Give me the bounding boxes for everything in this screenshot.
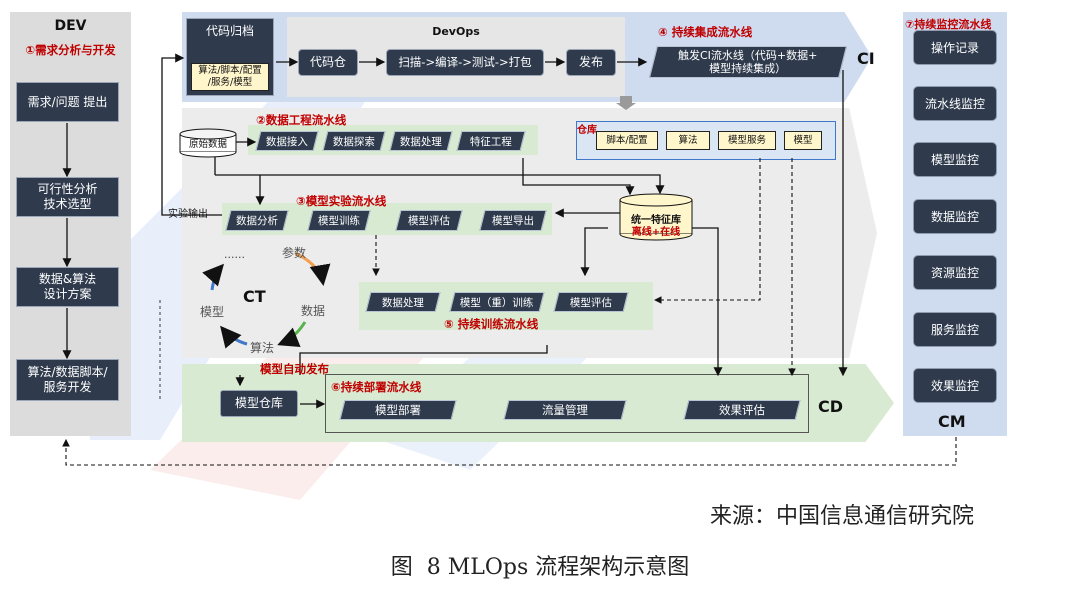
experiment-step-1-label: 数据分析	[236, 215, 278, 227]
experiment-step-2: 模型训练	[307, 210, 371, 231]
ct-model-label: 模型	[200, 305, 225, 319]
data-eng-step-1: 数据接入	[255, 131, 319, 151]
ct-param-label: 参数	[282, 246, 307, 260]
cd-lane-title: ⑥持续部署流水线	[331, 380, 422, 394]
cm-item-6: 服务监控	[913, 312, 997, 347]
data-eng-step-4: 特征工程	[456, 131, 526, 151]
cm-label: CM	[938, 412, 966, 431]
cd-label: CD	[818, 397, 844, 416]
cd-step-3-label: 效果评估	[719, 403, 765, 417]
warehouse-item-2: 算法	[666, 131, 710, 150]
cd-step-3: 效果评估	[683, 400, 801, 420]
source-text: 来源：中国信息通信研究院	[710, 504, 975, 529]
cd-step-1-label: 模型部署	[375, 403, 421, 417]
warehouse-item-3: 模型服务	[718, 131, 776, 150]
experiment-step-1: 数据分析	[225, 210, 289, 231]
data-eng-step-2-label: 数据探索	[333, 135, 375, 148]
experiment-lane-title: ③模型实验流水线	[296, 194, 387, 208]
experiment-step-4-label: 模型导出	[492, 215, 534, 227]
data-eng-step-3: 数据处理	[389, 131, 453, 151]
cm-item-4: 数据监控	[913, 199, 997, 234]
dev-step-3: 数据&算法 设计方案	[16, 267, 119, 307]
ctrain-step-3: 模型评估	[553, 292, 629, 312]
experiment-step-3-label: 模型评估	[408, 215, 450, 227]
archive-items: 算法/脚本/配置 /服务/模型	[191, 63, 269, 91]
figure-caption: 图 8 MLOps 流程架构示意图	[390, 555, 690, 580]
warehouse-item-1: 脚本/配置	[596, 131, 658, 150]
ctrain-step-2: 模型（重）训练	[449, 292, 545, 312]
cm-item-5: 资源监控	[913, 255, 997, 290]
cd-step-1: 模型部署	[339, 400, 457, 420]
ci-trigger-box: 触发CI流水线（代码+数据+ 模型持续集成）	[649, 46, 847, 78]
ci-label: CI	[857, 49, 875, 68]
release-box: 发布	[566, 49, 616, 76]
data-eng-step-4-label: 特征工程	[470, 135, 512, 148]
feature-store-subtitle: 离线+在线	[631, 227, 681, 238]
experiment-step-2-label: 模型训练	[318, 215, 360, 227]
cm-item-2: 流水线监控	[913, 86, 997, 121]
dev-title: DEV	[54, 18, 87, 34]
warehouse-label: 仓库	[577, 125, 597, 136]
ct-algo-label: 算法	[250, 341, 275, 355]
auto-release-label: 模型自动发布	[260, 362, 329, 376]
code-repo-box: 代码仓	[298, 49, 358, 76]
experiment-step-3: 模型评估	[395, 210, 463, 231]
dev-lane-title: ①需求分析与开发	[25, 43, 116, 57]
cm-item-1: 操作记录	[913, 30, 997, 65]
ct-dots: ......	[224, 248, 245, 261]
dev-step-1: 需求/问题 提出	[16, 82, 119, 122]
data-eng-step-1-label: 数据接入	[266, 135, 308, 148]
ct-label: CT	[243, 287, 266, 306]
cm-item-7: 效果监控	[913, 368, 997, 403]
data-eng-lane-title: ②数据工程流水线	[256, 113, 347, 127]
cm-lane-title: ⑦持续监控流水线	[905, 18, 992, 31]
experiment-step-4: 模型导出	[479, 210, 547, 231]
ctrain-step-1-label: 数据处理	[382, 296, 424, 309]
ci-trigger-text: 触发CI流水线（代码+数据+ 模型持续集成）	[678, 49, 818, 75]
data-eng-step-2: 数据探索	[322, 131, 386, 151]
pipeline-steps-box: 扫描->编译->测试->打包	[386, 49, 544, 76]
ctrain-step-3-label: 模型评估	[570, 296, 612, 309]
ctrain-lane-title: ⑤ 持续训练流水线	[444, 317, 539, 331]
cm-item-3: 模型监控	[913, 142, 997, 177]
data-eng-step-3-label: 数据处理	[400, 135, 442, 148]
devops-label: DevOps	[432, 25, 480, 38]
dev-step-2: 可行性分析 技术选型	[16, 177, 119, 217]
model-repo-box: 模型仓库	[220, 390, 298, 417]
warehouse-item-4: 模型	[784, 131, 822, 150]
cd-step-2-label: 流量管理	[542, 403, 588, 417]
ci-lane-title: ④ 持续集成流水线	[658, 25, 753, 39]
raw-data-label: 原始数据	[188, 139, 227, 150]
code-archive-label: 代码归档	[205, 24, 254, 38]
dev-step-4: 算法/数据脚本/ 服务开发	[16, 359, 119, 401]
cd-step-2: 流量管理	[503, 400, 627, 420]
ct-data-label: 数据	[301, 304, 326, 318]
ctrain-step-2-label: 模型（重）训练	[460, 296, 534, 309]
ctrain-step-1: 数据处理	[365, 292, 441, 312]
experiment-output-label: 实验输出	[168, 209, 208, 220]
